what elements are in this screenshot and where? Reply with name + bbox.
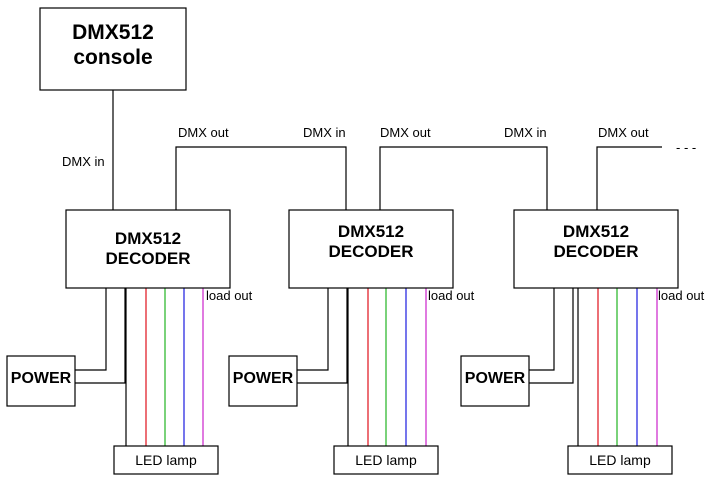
decoder-1-load-out-label: load out — [206, 288, 253, 303]
decoder-1-power-wire-plus — [75, 288, 107, 371]
decoder-1-title-line1: DMX512 — [115, 229, 181, 248]
decoder-1-dmx-out-label: DMX out — [178, 125, 229, 140]
decoder-2-power-label: POWER — [233, 370, 294, 387]
decoder-3-led-lamp-box — [567, 445, 673, 475]
decoder-1-box — [65, 209, 231, 289]
decoder-2-led-lamp-box — [333, 445, 439, 475]
decoder-3-dmx-out-label: DMX out — [598, 125, 649, 140]
chain-link-1-2 — [175, 146, 347, 210]
decoder-1-power-label: POWER — [11, 370, 72, 387]
decoder-1-led-lamp-box — [113, 445, 219, 475]
console-title-line1: DMX512 — [72, 21, 154, 44]
chain-link-3-next — [596, 146, 662, 210]
decoder-1-title-line2: DECODER — [105, 249, 190, 268]
decoder-2-power-box — [228, 355, 298, 407]
decoder-3-box — [513, 209, 679, 289]
console-title-line2: console — [73, 46, 152, 69]
decoder-1-power-wire-minus — [75, 288, 126, 384]
decoder-3-power-wire-minus — [529, 288, 574, 384]
decoder-2-box — [288, 209, 454, 289]
decoder-2-power-wire-minus — [297, 288, 348, 384]
decoder-3-power-box — [460, 355, 530, 407]
decoder-1-led-lamp-label: LED lamp — [135, 452, 197, 468]
console-box — [39, 7, 187, 91]
decoder-2-power-wire-plus — [297, 288, 329, 371]
decoder-3-title-line1: DMX512 — [563, 222, 629, 241]
decoder-1-power-box — [6, 355, 76, 407]
decoder-3-power-wire-plus — [529, 288, 555, 371]
decoder-2-load-out-label: load out — [428, 288, 475, 303]
decoder-3-led-lamp-label: LED lamp — [589, 452, 651, 468]
console-dmx-in-label: DMX in — [62, 154, 105, 169]
chain-continuation-dashes: - - - — [676, 140, 696, 155]
decoder-3-dmx-in-label: DMX in — [504, 125, 547, 140]
decoder-2-title-line1: DMX512 — [338, 222, 404, 241]
decoder-2-dmx-out-label: DMX out — [380, 125, 431, 140]
decoder-3-title-line2: DECODER — [553, 242, 638, 261]
chain-link-2-3 — [379, 146, 548, 210]
decoder-3-power-label: POWER — [465, 370, 526, 387]
decoder-2-led-lamp-label: LED lamp — [355, 452, 417, 468]
decoder-3-load-out-label: load out — [658, 288, 705, 303]
decoder-2-dmx-in-label: DMX in — [303, 125, 346, 140]
decoder-2-title-line2: DECODER — [328, 242, 413, 261]
